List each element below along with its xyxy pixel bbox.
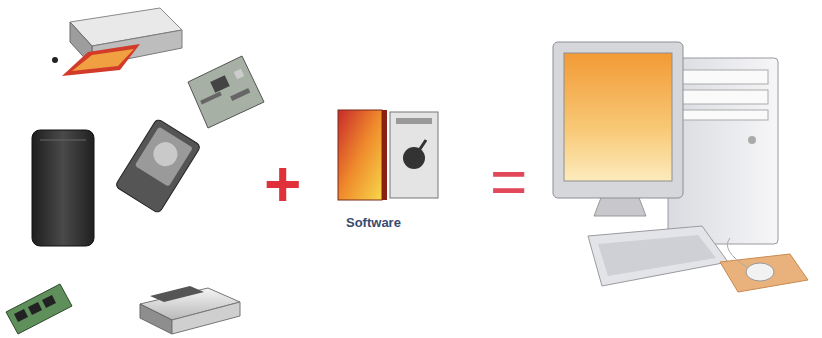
plus-sign: + (264, 152, 301, 216)
software-boxes (338, 110, 438, 200)
hard-drive (115, 118, 201, 213)
tower-case (32, 130, 94, 246)
ram-module (6, 284, 72, 334)
printer (52, 8, 182, 76)
motherboard (188, 56, 264, 128)
caption-label: Software (346, 216, 401, 229)
desktop-computer (553, 42, 808, 292)
optical-drive (140, 286, 240, 334)
equals-sign: = (490, 150, 527, 214)
